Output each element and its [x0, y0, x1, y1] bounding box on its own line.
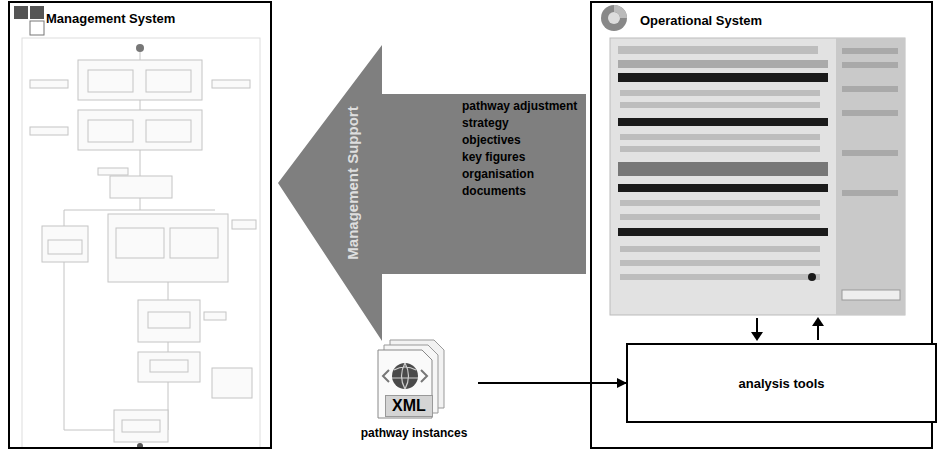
system-box: Operational System analysis tools	[590, 1, 933, 449]
process-box: analysis tools	[626, 343, 937, 423]
operational-icon	[601, 5, 627, 31]
management-icon	[14, 6, 44, 35]
arrow-title: Management Support	[344, 106, 361, 259]
list-item: documents	[462, 184, 526, 198]
list-item: organisation	[462, 167, 534, 181]
support-arrow: Management Support pathway adjustment stra…	[276, 44, 588, 342]
list-item: pathway adjustment	[462, 99, 577, 113]
box-label: analysis tools	[628, 345, 935, 421]
xml-icon	[378, 340, 444, 418]
system-box: Management System	[8, 1, 272, 449]
box-title: Management System	[46, 11, 175, 26]
list-item: key figures	[462, 150, 525, 164]
box-title: Operational System	[640, 13, 762, 28]
xml-label: XML	[385, 395, 433, 417]
connector-arrow	[478, 382, 626, 384]
flowchart-screenshot	[22, 38, 260, 449]
list-item: objectives	[462, 133, 521, 147]
arrow-shape	[276, 44, 588, 342]
caption-text: pathway instances	[358, 426, 470, 440]
application-screenshot	[610, 38, 905, 315]
xml-document: XML pathway instances	[358, 336, 476, 449]
list-item: strategy	[462, 116, 509, 130]
screenshot-arrows	[751, 317, 824, 341]
